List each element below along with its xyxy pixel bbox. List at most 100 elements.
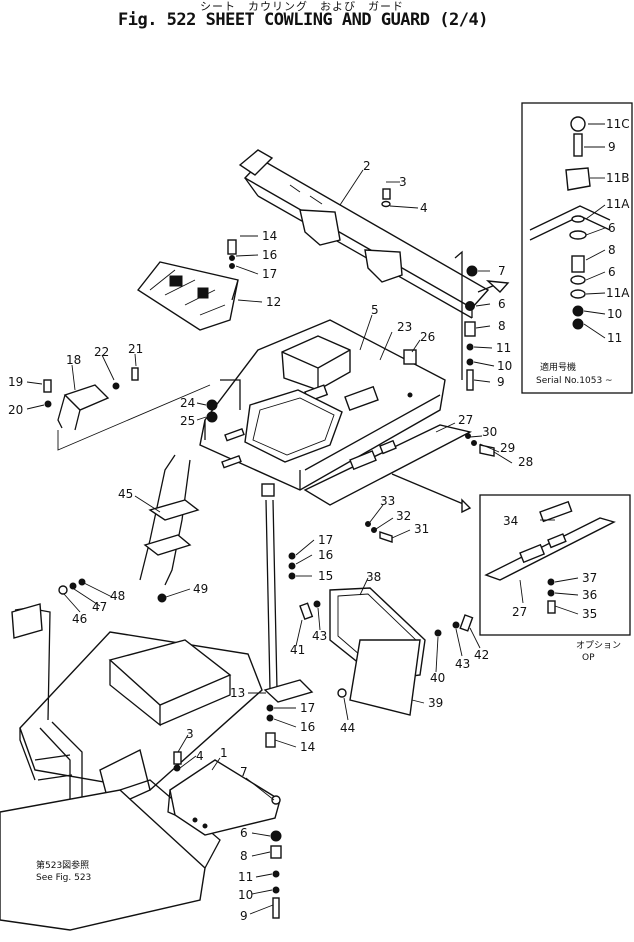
callout-14-low: 14	[300, 740, 315, 754]
callout-14: 14	[262, 229, 277, 243]
inset-callout-35: 35	[582, 607, 597, 621]
callout-8: 8	[498, 319, 506, 333]
bolt-3-4-upper	[381, 188, 391, 208]
inset-serial-number: Serial No.1053 ~	[536, 376, 613, 386]
callout-8-low: 8	[240, 849, 248, 863]
callout-44: 44	[340, 721, 355, 735]
inset-option-box	[479, 494, 631, 636]
support-bracket-part-1	[167, 751, 281, 836]
callout-6: 6	[498, 297, 506, 311]
ladder-part-45	[139, 454, 200, 586]
callout-labels: 2 3 4 7 6 8 11 10 9 5 23 26 14 16 17 12 …	[8, 117, 630, 923]
callout-7: 7	[498, 264, 506, 278]
nut-49	[157, 593, 167, 603]
callout-15: 15	[318, 569, 333, 583]
callout-46: 46	[72, 612, 87, 626]
callout-30: 30	[482, 425, 497, 439]
callout-1: 1	[220, 746, 228, 760]
callout-2: 2	[363, 159, 371, 173]
callout-10-low: 10	[238, 888, 253, 902]
callout-43-right: 43	[455, 657, 470, 671]
bolts-31-32-33	[365, 521, 393, 543]
inset-callout-10: 10	[607, 307, 622, 321]
inset-callout-36: 36	[582, 588, 597, 602]
inset-callout-37: 37	[582, 571, 597, 585]
callout-24: 24	[180, 396, 195, 410]
inset-callout-11a-bottom: 11A	[606, 286, 630, 300]
title-main: Fig. 522 SHEET COWLING AND GUARD (2/4)	[118, 10, 488, 30]
callout-32: 32	[396, 509, 411, 523]
callout-16: 16	[262, 248, 277, 262]
inset-callout-11b: 11B	[606, 171, 630, 185]
seat-bracket-part-12	[136, 261, 239, 331]
callout-45: 45	[118, 487, 133, 501]
callout-9: 9	[497, 375, 505, 389]
callout-19: 19	[8, 375, 23, 389]
inset-callout-9: 9	[608, 140, 616, 154]
beam-part-2	[238, 149, 490, 380]
inset-option-op: OP	[582, 653, 595, 663]
callout-33: 33	[380, 494, 395, 508]
callout-16-low: 16	[300, 720, 315, 734]
callout-21: 21	[128, 342, 143, 356]
lower-machine-body	[0, 603, 263, 931]
fastener-stack-right	[464, 265, 510, 391]
callout-10: 10	[497, 359, 512, 373]
callout-11-low: 11	[238, 870, 253, 884]
title-kana: シート カウリング および ガード	[200, 0, 404, 13]
callout-38: 38	[366, 570, 381, 584]
callout-39: 39	[428, 696, 443, 710]
callout-49: 49	[193, 582, 208, 596]
callout-41: 41	[290, 643, 305, 657]
rod-arrow-head	[461, 498, 472, 514]
callout-3-low: 3	[186, 727, 194, 741]
callout-13: 13	[230, 686, 245, 700]
inset-callout-34: 34	[503, 514, 518, 528]
fastener-stack-bottom	[270, 830, 282, 919]
callout-22: 22	[94, 345, 109, 359]
inset-callout-11c: 11C	[606, 117, 630, 131]
callout-7-low: 7	[240, 765, 248, 779]
inset-callout-11: 11	[607, 331, 622, 345]
inset-callout-8: 8	[608, 243, 616, 257]
guard-panel-39	[349, 639, 421, 716]
plate-part-27	[303, 424, 472, 506]
callout-29: 29	[500, 441, 515, 455]
floor-cowling-part-5	[199, 319, 446, 497]
inset-serial-kana: 適用号機	[540, 361, 576, 373]
callout-16-mid: 16	[318, 548, 333, 562]
callout-40: 40	[430, 671, 445, 685]
callout-4: 4	[420, 201, 428, 215]
see-fig-kana: 第523図参照	[36, 859, 89, 871]
callout-25: 25	[180, 414, 195, 428]
callout-17: 17	[262, 267, 277, 281]
bolt-28-29-30	[465, 433, 495, 457]
callout-9-low: 9	[240, 909, 248, 923]
callout-23: 23	[397, 320, 412, 334]
callout-5: 5	[371, 303, 379, 317]
callout-11: 11	[496, 341, 511, 355]
callout-18: 18	[66, 353, 81, 367]
callout-43-left: 43	[312, 629, 327, 643]
inset-callout-6-bottom: 6	[608, 265, 616, 279]
bracket-part-18	[43, 367, 211, 451]
callout-3: 3	[399, 175, 407, 189]
callout-12: 12	[266, 295, 281, 309]
callout-17-mid: 17	[318, 533, 333, 547]
inset-option-kana: オプション	[576, 640, 621, 651]
callout-42: 42	[474, 648, 489, 662]
bolt-14-16-17	[227, 239, 237, 269]
callout-4-low: 4	[196, 749, 204, 763]
rod-arrow	[391, 473, 469, 507]
inset-callout-27: 27	[512, 605, 527, 619]
vertical-strut	[265, 499, 278, 691]
callout-6-low: 6	[240, 826, 248, 840]
callout-20: 20	[8, 403, 23, 417]
fasteners-15-16-17	[288, 552, 296, 580]
leader-lines	[26, 123, 606, 915]
callout-17-low: 17	[300, 701, 315, 715]
callout-26: 26	[420, 330, 435, 344]
inset-callout-6-top: 6	[608, 221, 616, 235]
callout-47: 47	[92, 600, 107, 614]
